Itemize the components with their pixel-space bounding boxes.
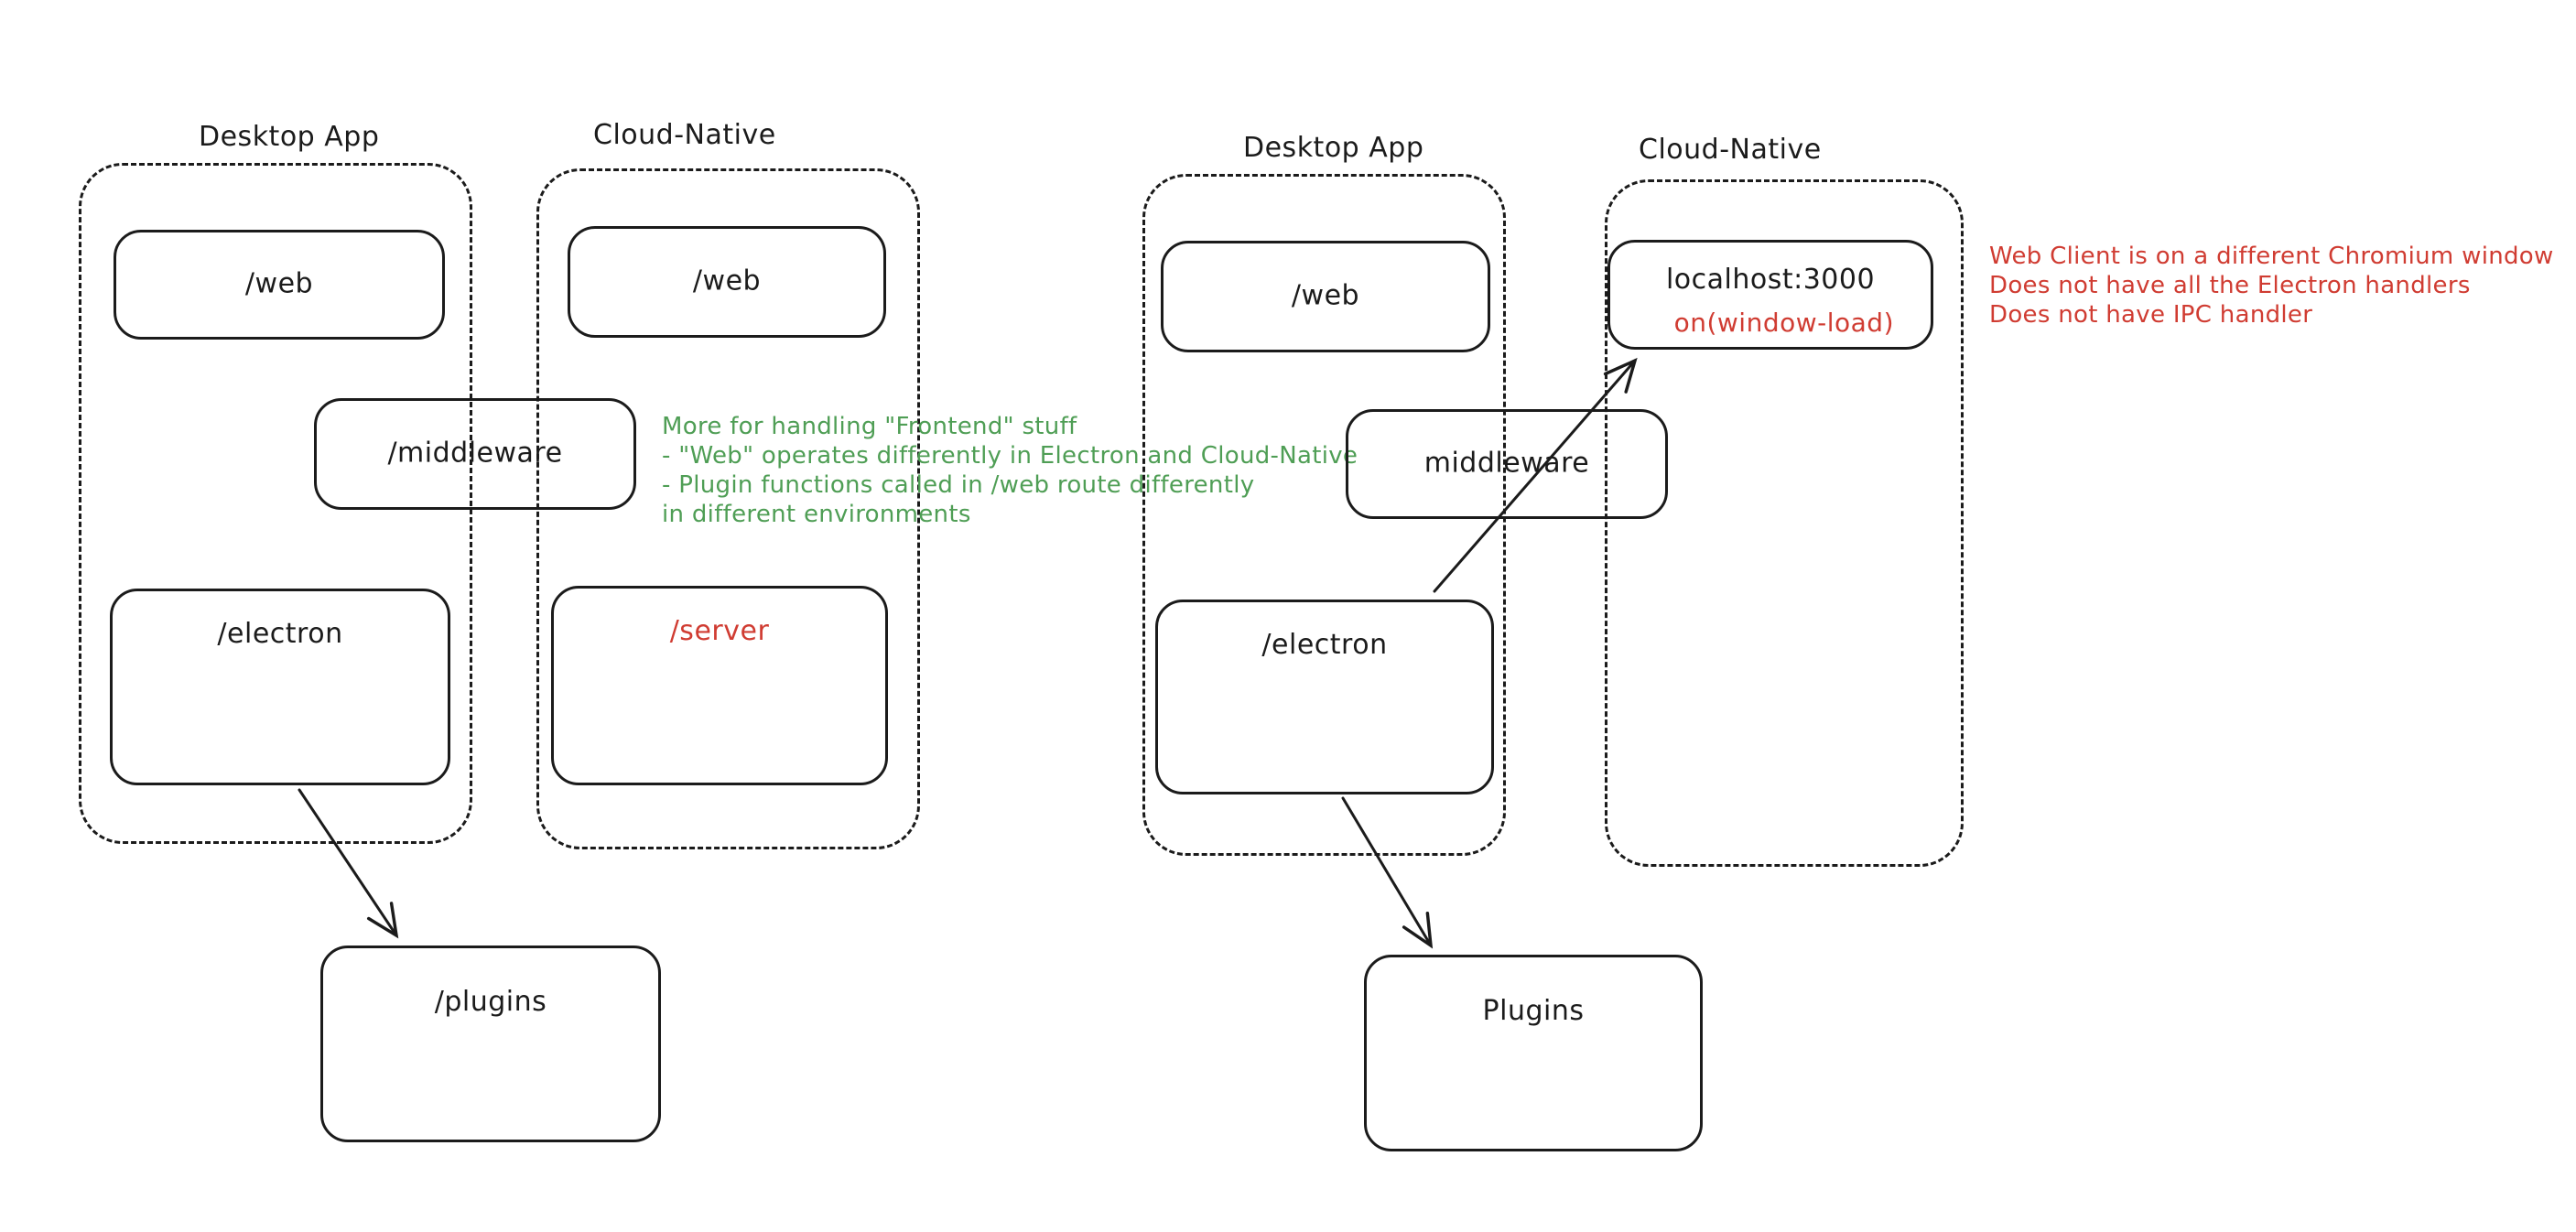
green-annotation-line: in different environments — [662, 501, 971, 528]
left-plugins-box[interactable]: /plugins — [320, 946, 661, 1142]
red-annotation-line: Does not have all the Electron handlers — [1989, 272, 2471, 299]
right-desktop-title: Desktop App — [1243, 132, 1424, 164]
right-desktop-electron-box[interactable]: /electron — [1155, 600, 1494, 794]
left-cloud-web-box[interactable]: /web — [568, 226, 886, 338]
green-annotation-line: - "Web" operates differently in Electron… — [662, 442, 1358, 470]
right-cloud-title: Cloud-Native — [1639, 134, 1822, 166]
left-cloud-title: Cloud-Native — [593, 119, 776, 151]
right-desktop-web-box[interactable]: /web — [1161, 241, 1490, 352]
green-annotation-line: - Plugin functions called in /web route … — [662, 471, 1255, 499]
left-desktop-title: Desktop App — [199, 121, 380, 153]
right-window-load-label: on(window-load) — [1673, 308, 1894, 338]
red-annotation[interactable]: Web Client is on a different Chromium wi… — [1989, 242, 2554, 330]
left-desktop-electron-box[interactable]: /electron — [110, 589, 450, 785]
right-plugins-box[interactable]: Plugins — [1364, 955, 1703, 1151]
right-plugins-label: Plugins — [1482, 995, 1585, 1027]
left-plugins-label: /plugins — [434, 986, 547, 1018]
left-desktop-electron-label: /electron — [217, 618, 343, 650]
left-desktop-web-box[interactable]: /web — [114, 230, 445, 340]
left-desktop-web-label: /web — [244, 267, 314, 300]
left-desktop-container[interactable] — [79, 163, 472, 844]
right-desktop-electron-label: /electron — [1261, 629, 1388, 661]
left-cloud-web-label: /web — [692, 265, 762, 297]
right-localhost-box[interactable]: localhost:3000 on(window-load) — [1607, 240, 1933, 350]
left-middleware-label: /middleware — [387, 437, 563, 470]
right-middleware-label: middleware — [1423, 447, 1590, 480]
green-annotation[interactable]: More for handling "Frontend" stuff - "We… — [662, 412, 1358, 529]
red-annotation-line: Does not have IPC handler — [1989, 301, 2313, 329]
left-cloud-server-box[interactable]: /server — [551, 586, 888, 785]
left-middleware-box[interactable]: /middleware — [314, 398, 636, 510]
right-desktop-web-label: /web — [1291, 279, 1360, 312]
left-cloud-server-label: /server — [669, 615, 770, 647]
right-localhost-label: localhost:3000 — [1665, 264, 1876, 296]
red-annotation-line: Web Client is on a different Chromium wi… — [1989, 243, 2554, 270]
green-annotation-line: More for handling "Frontend" stuff — [662, 413, 1077, 440]
right-middleware-box[interactable]: middleware — [1346, 409, 1668, 519]
